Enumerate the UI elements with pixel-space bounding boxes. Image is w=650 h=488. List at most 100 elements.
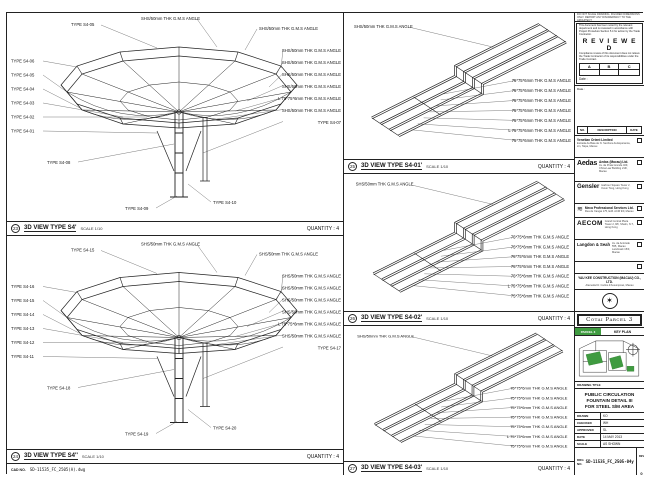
view-title: 3D VIEW TYPE S4'' [24,453,78,460]
view-panel-s4-02: SHS/50mm THK G.M.S ANGLE 75*75*6mm THK G… [343,173,574,325]
consultant-row-empty [575,262,644,274]
title-block: DO NOT SCALE DRAWING. FIGURED DIMENSIONS… [574,13,644,475]
annotation-label: SHS/50mm THK G.M.S ANGLE [357,334,414,339]
annotation-label: 75*75*6mm THK G.M.S ANGLE [511,244,569,249]
annotation-label: SHS/50mm THK G.M.S ANGLE [356,182,414,187]
annotation-label: SHS/50mm THK G.M.S ANGLE [259,252,318,257]
view-quantity: QUANTITY : 4 [306,225,339,232]
field-drawn: DRAWN KO [575,413,644,420]
annotation-label: L 75*75*6mm THK G.M.S ANGLE [278,96,341,101]
annotation-label: SHS/50mm THK G.M.S ANGLE [282,60,341,65]
view-scale: SCALE 1/10 [81,454,104,459]
stamp-checkbox [637,205,642,211]
view-panel-s4: TYPE S4-06 TYPE S4-05 TYPE S4-04 TYPE S4… [7,13,343,235]
annotation-label: SHS/50mm THK G.M.S ANGLE [282,298,341,303]
annotation-label: TYPE S4-07 [318,120,342,125]
canopy-annotations-2: TYPE S4-16 TYPE S4-15 TYPE S4-14 TYPE S4… [11,242,342,437]
annotation-label: 75*75*6mm THK G.M.S ANGLE [512,138,571,143]
beam-geometry [371,23,567,141]
annotation-label: TYPE S4-10 [213,200,237,205]
general-note: DO NOT SCALE DRAWING. FIGURED DIMENSIONS… [575,13,644,22]
annotation-label: TYPE S4-03 [11,101,35,106]
annotation-label: TYPE S4-06 [11,59,35,64]
annotation-label: TYPE S4-04 [11,87,35,92]
beam-drawing-2: SHS/50mm THK G.M.S ANGLE 75*75*6mm THK G… [356,180,569,298]
field-label: CHECKED [575,420,601,426]
beam-view-3: SHS/50mm THK G.M.S ANGLE 75*75*6mm THK G… [344,326,574,461]
field-value: AS SHOWN [603,442,621,446]
rev-col-no: NO. [578,127,588,133]
phase-keyplan-row: PARCEL 3 KEY PLAN [575,328,644,336]
reviewed-date-label: Date : [579,76,588,81]
canopy-view-2: TYPE S4-16 TYPE S4-15 TYPE S4-14 TYPE S4… [7,236,343,449]
cad-file-footer: CAD NO. SD-11535_FC_2505(A).dwg [7,463,343,475]
beam-annotations-1: SHS/50mm THK G.M.S ANGLE 75*75*6mm THK G… [354,24,571,143]
annotation-label: SHS/50mm THK G.M.S ANGLE [282,108,341,113]
annotation-label: TYPE S4-11 [11,354,35,359]
drawing-title-label: DRAWING TITLE [575,382,644,389]
view-panel-s4-03: SHS/50mm THK G.M.S ANGLE 75*75*6mm THK G… [343,325,574,475]
annotation-label: L 75*75*6mm THK G.M.S ANGLE [278,322,341,327]
cad-file-label: CAD NO. [11,467,26,472]
client-name: Venetian Orient Limited [577,137,613,142]
beam-drawing-3: SHS/50mm THK G.M.S ANGLE 75*75*6mm THK G… [357,332,568,449]
annotation-label: 75*75*6mm THK G.M.S ANGLE [510,444,568,449]
beam-view-1: SHS/50mm THK G.M.S ANGLE 75*75*6mm THK G… [344,13,574,159]
annotation-label: 75*75*6mm THK G.M.S ANGLE [511,293,569,298]
detail-number-bubble: 27 [348,464,357,473]
drawing-title-line3: FOR STEEL S/M AREA [584,404,635,410]
annotation-label: SHS/50mm THK G.M.S ANGLE [282,334,341,339]
stamp-checkbox [637,263,642,269]
drawing-fields: DRAWN KO CHECKED WH APPROVED SL DATE 14 … [575,413,644,448]
field-label: APPROVED [575,427,601,433]
annotation-label: SHS/50mm THK G.M.S ANGLE [282,310,341,315]
view-title: 3D VIEW TYPE S4-03' [361,465,423,472]
annotation-label: SHS/50mm THK G.M.S ANGLE [141,242,200,247]
key-plan [575,336,644,382]
contractor-address: Alameda Dr. Carlos d'Assumpcao, Macau [585,283,634,287]
annotation-label: TYPE S4-05 [71,22,95,27]
annotation-label: TYPE S4-17 [318,346,342,351]
meca-logo: ≋ [577,205,583,213]
detail-number-bubble: 25 [348,162,357,171]
project-seal: ✶ [575,290,644,312]
annotation-label: 75*75*6mm THK G.M.S ANGLE [510,386,568,391]
revision-cell: REV 0 [635,448,644,475]
field-value: WH [603,421,609,425]
annotation-label: SHS/50mm THK G.M.S ANGLE [282,72,341,77]
project-name-box: Cotai Parcel 3 [575,312,644,328]
annotation-label: 75*75*6mm THK G.M.S ANGLE [512,118,571,123]
detail-number-bubble: 23 [11,224,20,233]
view-caption-s4-02: 26 3D VIEW TYPE S4-02' SCALE 1/10 QUANTI… [344,311,574,325]
contractor-block: YAU KEE CONSTRUCTION (MACAU) CO., LTD. A… [575,274,644,290]
field-label: DATE [575,434,601,440]
canopy-geometry [42,18,298,209]
annotation-label: SHS/50mm THK G.M.S ANGLE [354,24,413,29]
annotation-label: TYPE S4-15 [11,298,35,303]
consultant-address: Harbour Square Tower 2, Kwun Tong, Hong … [601,183,631,190]
consultant-name: Meca Professional Services Ltd. [584,205,634,210]
stamp-checkbox [637,183,642,189]
annotation-label: TYPE S4-02 [11,115,35,120]
annotation-label: 75*75*6mm THK G.M.S ANGLE [511,254,569,259]
annotation-label: 75*75*6mm THK G.M.S ANGLE [512,98,571,103]
annotation-label: TYPE S4-14 [11,312,35,317]
stamp-checkbox [637,219,642,225]
annotation-label: TYPE S4-08 [47,160,71,165]
view-quantity: QUANTITY : 4 [537,315,570,322]
beam-drawing-1: SHS/50mm THK G.M.S ANGLE 75*75*6mm THK G… [354,23,571,143]
annotation-label: 75*75*6mm THK G.M.S ANGLE [511,274,569,279]
canopy-view-1: TYPE S4-06 TYPE S4-05 TYPE S4-04 TYPE S4… [7,13,343,221]
consultant-row-gensler: Gensler Harbour Square Tower 2, Kwun Ton… [575,182,644,204]
drawing-number-label: DRG NO. [577,457,584,466]
canopy-drawing-1: TYPE S4-06 TYPE S4-05 TYPE S4-04 TYPE S4… [11,16,342,211]
drawing-number-row: DRG NO. SD-11535_FC_2505-04y REV 0 [575,448,644,475]
abc-col-b: B [600,63,620,69]
reviewed-title: R E V I E W E D [582,37,637,52]
drawing-number: SD-11535_FC_2505-04y [585,459,634,464]
annotation-label: 75*75*6mm THK G.M.S ANGLE [511,235,569,240]
gensler-logo: Gensler [577,183,600,190]
annotation-label: SHS/50mm THK G.M.S ANGLE [282,48,341,53]
annotation-label: TYPE S4-19 [125,432,149,437]
annotation-label: 75*75*6mm THK G.M.S ANGLE [510,395,568,400]
